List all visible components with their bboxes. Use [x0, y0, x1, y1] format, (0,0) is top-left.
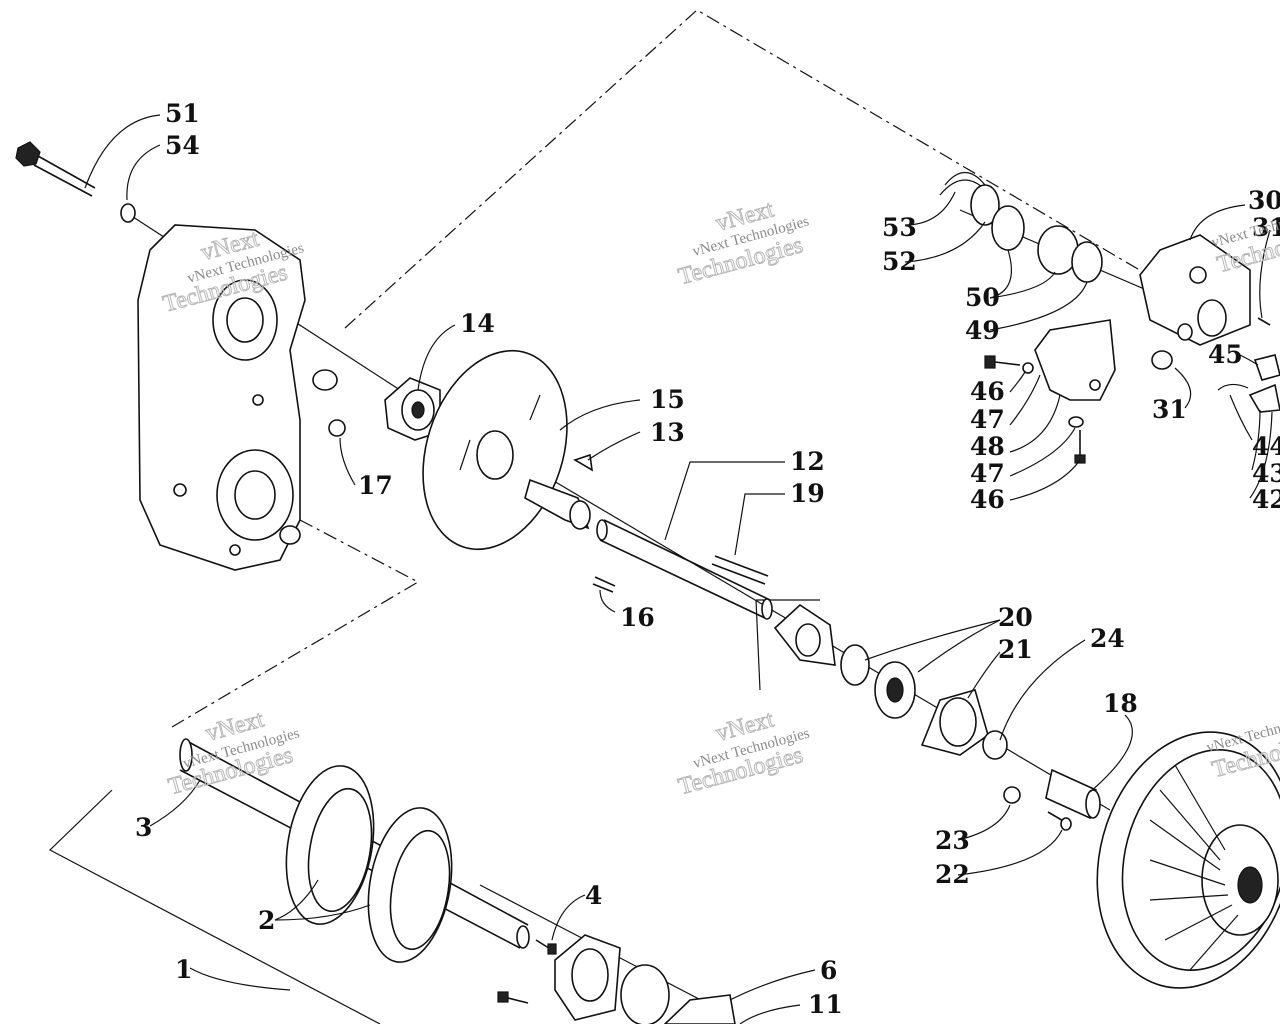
callout-47-bottom: 47 [970, 459, 1005, 488]
callout-6: 6 [820, 956, 837, 985]
bolt-46-upper [984, 355, 1021, 369]
cap-52 [970, 184, 1000, 226]
callout-22: 22 [935, 860, 970, 889]
parts-43-45 [1217, 354, 1280, 413]
cap-50-a [991, 205, 1025, 251]
watermark-2: vNext vNext Technologies Technologies [675, 196, 811, 291]
brake-hub [524, 478, 591, 530]
key-13 [573, 453, 594, 472]
leader-lines [84, 114, 1273, 1024]
callout-16: 16 [620, 603, 655, 632]
bolt-46-lower [1074, 430, 1086, 464]
nut-17 [328, 419, 346, 437]
callout-15: 15 [650, 385, 685, 414]
callout-51: 51 [165, 99, 200, 128]
callout-18: 18 [1103, 689, 1138, 718]
callout-labels: 51 54 14 15 13 17 12 19 16 53 52 50 49 4… [135, 99, 1280, 1019]
callout-30: 30 [1248, 186, 1280, 215]
callout-49: 49 [965, 316, 1000, 345]
callout-24: 24 [1090, 624, 1125, 653]
callout-46-top: 46 [970, 377, 1005, 406]
ring-24-seal [982, 730, 1008, 760]
drive-sprocket-2-a [285, 765, 375, 925]
callout-14: 14 [460, 309, 495, 338]
callout-20: 20 [998, 603, 1033, 632]
callout-2: 2 [258, 906, 275, 935]
callout-46-bottom: 46 [970, 485, 1005, 514]
gear-case-housing [137, 224, 338, 571]
callout-47-top: 47 [970, 405, 1005, 434]
callout-54: 54 [165, 131, 200, 160]
spacer-24 [1045, 768, 1101, 820]
callout-21: 21 [998, 635, 1033, 664]
washer-23 [1003, 786, 1021, 804]
bolt-22 [1047, 811, 1072, 831]
callout-44: 44 [1252, 432, 1280, 461]
callout-45: 45 [1208, 340, 1243, 369]
jackshaft-12 [596, 519, 773, 620]
callout-48: 48 [970, 432, 1005, 461]
callout-31-bottom: 31 [1152, 395, 1187, 424]
pin-31 [1257, 317, 1271, 326]
callout-1: 1 [175, 955, 192, 984]
flange-6 [663, 994, 736, 1024]
callout-50: 50 [965, 283, 1000, 312]
washer-47-upper [1022, 362, 1034, 374]
callout-12: 12 [790, 447, 825, 476]
tensioner-housing-30 [1139, 234, 1251, 346]
callout-53: 53 [882, 213, 917, 242]
callout-43: 43 [1252, 459, 1280, 488]
key-19 [711, 555, 769, 585]
flange-21 [920, 689, 989, 756]
brake-disc-15 [422, 349, 568, 551]
watermark-3: vNext vNext Technologies Technologies [165, 706, 301, 801]
callout-31-top: 31 [1252, 213, 1280, 242]
bolt-51 [15, 141, 96, 197]
callout-17: 17 [358, 471, 393, 500]
bolt-16 [592, 576, 616, 593]
bearing-lower [620, 964, 670, 1024]
callout-3: 3 [135, 813, 152, 842]
bolt-4 [535, 939, 557, 955]
bearing-flange-lower [554, 934, 621, 1021]
bearing-20 [840, 644, 916, 719]
ball-31 [1151, 350, 1173, 370]
callout-13: 13 [650, 418, 685, 447]
washer-54 [120, 203, 136, 223]
bearing-plate [773, 603, 836, 666]
callout-23: 23 [935, 826, 970, 855]
bolt-lower-left [497, 991, 529, 1004]
callout-42: 42 [1252, 485, 1280, 514]
callout-4: 4 [585, 881, 602, 910]
drive-sprocket-2-b [367, 807, 453, 963]
washer-47-lower [1068, 416, 1084, 428]
callout-19: 19 [790, 479, 825, 508]
callout-11: 11 [808, 990, 843, 1019]
callout-52: 52 [882, 247, 917, 276]
bracket-48 [1034, 319, 1116, 401]
cap-50-b [1071, 241, 1103, 283]
driven-pulley-18 [1096, 731, 1280, 989]
watermark-4: vNext vNext Technologies Technologies [675, 706, 811, 801]
